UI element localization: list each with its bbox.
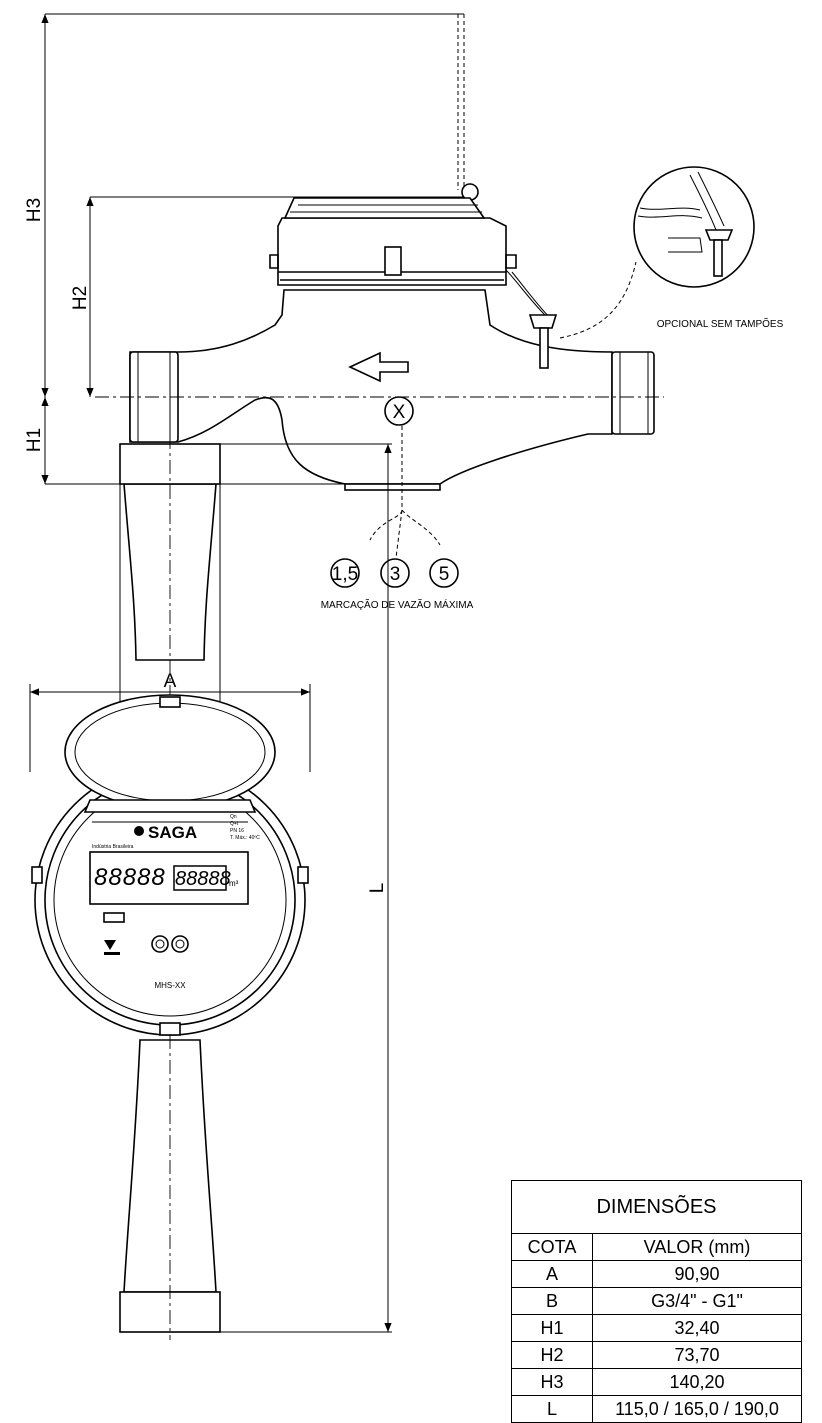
screw-icon-inner bbox=[175, 939, 185, 949]
h2-label: H2 bbox=[70, 286, 91, 310]
screw-icon-inner bbox=[155, 939, 165, 949]
detail-leader bbox=[559, 261, 637, 339]
bottom-lug bbox=[159, 1022, 181, 1036]
flow-option-circle bbox=[330, 558, 360, 588]
table-header-row: COTA VALOR (mm) bbox=[511, 1233, 802, 1261]
table-row: B G3/4" - G1" bbox=[511, 1287, 802, 1315]
lid-top bbox=[283, 197, 486, 219]
brand-logo-icon bbox=[134, 826, 144, 836]
flow-mark-leaders bbox=[369, 426, 441, 559]
right-connector bbox=[611, 351, 655, 435]
battery-icon bbox=[103, 912, 125, 923]
flow-caption: MARCAÇÃO DE VAZÃO MÁXIMA bbox=[321, 598, 474, 611]
display-main-digits: 88888 bbox=[94, 864, 166, 891]
flow-direction-arrow-icon bbox=[348, 351, 409, 383]
lid-top-lines bbox=[290, 204, 482, 213]
brand-name: SAGA bbox=[148, 823, 197, 842]
l-label: L bbox=[367, 883, 388, 894]
spec-line: PN 16 bbox=[230, 828, 244, 834]
flow-option: 1,5 bbox=[332, 564, 358, 585]
flow-mark-circle bbox=[384, 396, 414, 426]
lid-hinge-strip bbox=[83, 799, 257, 813]
display-unit: m³ bbox=[229, 879, 239, 888]
flow-option-circle bbox=[429, 558, 459, 588]
handle-rod bbox=[457, 14, 465, 190]
lid-tab bbox=[159, 696, 181, 708]
flow-option-circle bbox=[380, 558, 410, 588]
model-label: MHS-XX bbox=[154, 981, 186, 990]
table-row: H3 140,20 bbox=[511, 1368, 802, 1396]
side-view: H3 H2 H1 bbox=[24, 13, 784, 611]
table-cell-valor: 140,20 bbox=[592, 1368, 802, 1396]
seal-clamp bbox=[528, 314, 558, 329]
table-cell-valor: 115,0 / 165,0 / 190,0 bbox=[592, 1395, 802, 1423]
table-cell-cota: B bbox=[511, 1287, 593, 1315]
detail-content bbox=[637, 171, 734, 277]
table-cell-cota: H2 bbox=[511, 1341, 593, 1369]
technical-drawing: H3 H2 H1 bbox=[24, 13, 784, 1340]
screw-icon bbox=[151, 935, 169, 953]
a-label: A bbox=[164, 671, 177, 692]
spec-line: T. Máx.: 40ºC bbox=[230, 835, 260, 841]
approval-mark-icon bbox=[104, 940, 120, 955]
table-title: DIMENSÕES bbox=[511, 1180, 802, 1234]
detail-circle bbox=[633, 166, 755, 288]
right-connector-thread bbox=[619, 352, 649, 434]
spec-line: Q+t bbox=[230, 821, 239, 827]
table-cell-cota: H1 bbox=[511, 1314, 593, 1342]
table-cell-valor: 90,90 bbox=[592, 1260, 802, 1288]
table-title-row: DIMENSÕES bbox=[511, 1180, 802, 1234]
table-cell-valor: 73,70 bbox=[592, 1341, 802, 1369]
dial-subtitle: Indústria Brasileira bbox=[92, 844, 134, 850]
front-view: A B L SAGA Qn Q+t bbox=[29, 435, 392, 1340]
table-header-cota: COTA bbox=[511, 1233, 593, 1261]
table-row: H2 73,70 bbox=[511, 1341, 802, 1369]
spec-line: Qn bbox=[230, 814, 237, 820]
flow-option: 5 bbox=[439, 564, 450, 585]
table-header-valor: VALOR (mm) bbox=[592, 1233, 802, 1261]
screw-icon bbox=[171, 935, 189, 953]
side-lug-left bbox=[31, 866, 43, 884]
display-fraction-box bbox=[173, 865, 227, 891]
lid-latches bbox=[269, 254, 517, 269]
table-row: L 115,0 / 165,0 / 190,0 bbox=[511, 1395, 802, 1423]
optional-note: OPCIONAL SEM TAMPÕES bbox=[657, 317, 784, 330]
h1-label: H1 bbox=[24, 428, 45, 452]
seal-wire bbox=[505, 269, 551, 319]
side-lug-right bbox=[297, 866, 309, 884]
dimensions-table: DIMENSÕES COTA VALOR (mm) A 90,90 B G3/4… bbox=[511, 1180, 802, 1423]
table-cell-cota: H3 bbox=[511, 1368, 593, 1396]
h3-label: H3 bbox=[24, 198, 45, 222]
seal-pin bbox=[539, 327, 549, 369]
lid-hinge bbox=[384, 246, 402, 276]
table-cell-cota: A bbox=[511, 1260, 593, 1288]
display-fraction-digits: 88888 bbox=[175, 868, 231, 890]
open-lid bbox=[64, 694, 276, 810]
bottom-plate bbox=[344, 483, 441, 491]
table-row: A 90,90 bbox=[511, 1260, 802, 1288]
flow-option: 3 bbox=[390, 564, 401, 585]
flow-mark: X bbox=[393, 402, 406, 423]
table-row: H1 32,40 bbox=[511, 1314, 802, 1342]
table-cell-cota: L bbox=[511, 1395, 593, 1423]
table-cell-valor: 32,40 bbox=[592, 1314, 802, 1342]
table-cell-valor: G3/4" - G1" bbox=[592, 1287, 802, 1315]
meter-body bbox=[129, 289, 613, 485]
